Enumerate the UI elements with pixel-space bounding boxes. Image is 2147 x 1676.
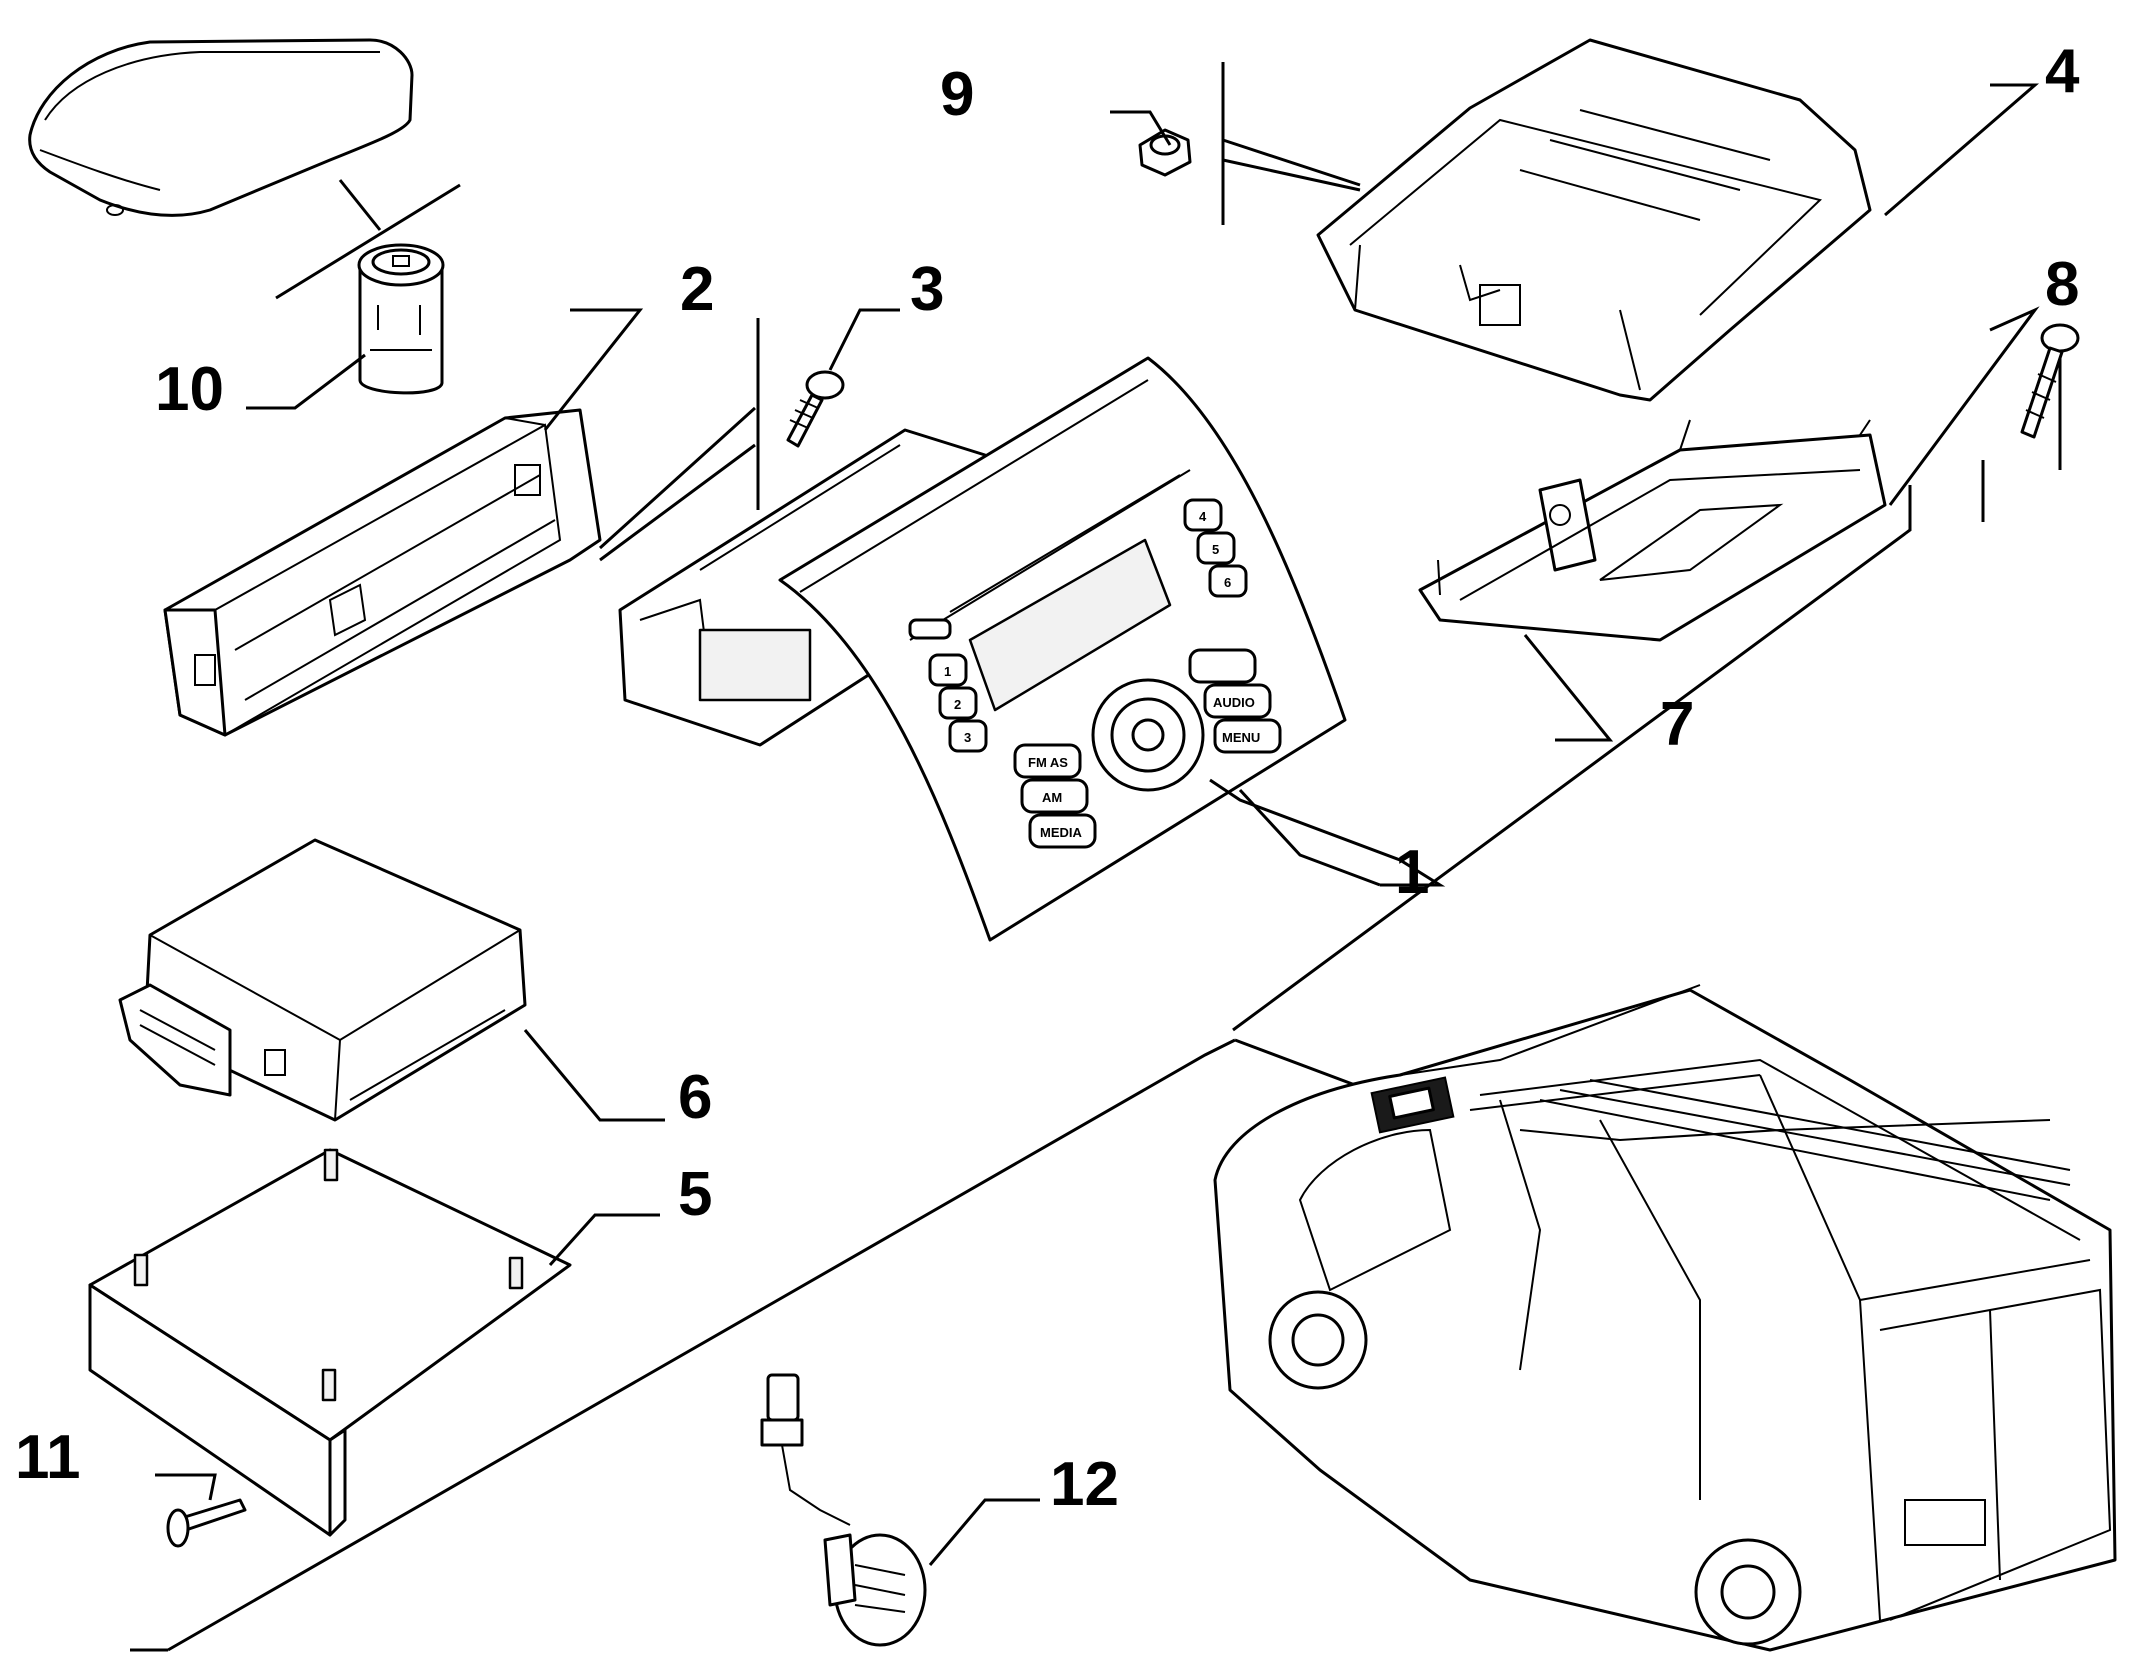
menu-button-label: MENU bbox=[1222, 730, 1260, 745]
callout-2: 2 bbox=[680, 255, 714, 324]
callout-11: 11 bbox=[15, 1423, 81, 1492]
part-10-switch bbox=[357, 243, 445, 395]
callout-8: 8 bbox=[2045, 250, 2079, 319]
audio-button-label: AUDIO bbox=[1213, 695, 1255, 710]
preset-1-label: 1 bbox=[944, 664, 951, 679]
callout-3: 3 bbox=[910, 255, 944, 324]
preset-6-label: 6 bbox=[1224, 575, 1231, 590]
part-4-module bbox=[1316, 38, 1872, 402]
callout-10: 10 bbox=[155, 355, 224, 424]
part-7-bracket bbox=[1418, 419, 1887, 642]
part-10-cover bbox=[28, 38, 414, 217]
part-12-microphone bbox=[760, 1373, 927, 1647]
part-11-stud bbox=[166, 1498, 247, 1548]
part-8-screw bbox=[2020, 323, 2080, 439]
leader-lines bbox=[155, 83, 2040, 1566]
callout-5: 5 bbox=[678, 1160, 712, 1229]
callout-6: 6 bbox=[678, 1063, 712, 1132]
part-1-radio: 1 2 3 4 5 6 FM AS AM MEDIA AUDIO MENU bbox=[618, 356, 1347, 942]
van-illustration bbox=[1213, 984, 2117, 1652]
part-6-ecu bbox=[118, 838, 527, 1122]
preset-4-label: 4 bbox=[1199, 509, 1207, 524]
part-3-screw bbox=[786, 370, 845, 448]
preset-5-label: 5 bbox=[1212, 542, 1219, 557]
callout-labels: 1 2 3 4 5 6 7 8 9 10 11 12 bbox=[15, 37, 2080, 1519]
preset-2-label: 2 bbox=[954, 697, 961, 712]
fm-button-label: FM AS bbox=[1028, 755, 1068, 770]
separator-lines bbox=[130, 62, 2062, 1652]
part-2-cage bbox=[163, 408, 602, 737]
callout-1: 1 bbox=[1395, 838, 1429, 907]
am-button-label: AM bbox=[1042, 790, 1062, 805]
callout-4: 4 bbox=[2045, 37, 2080, 106]
callout-12: 12 bbox=[1050, 1450, 1119, 1519]
part-5-plate bbox=[88, 1148, 572, 1537]
preset-3-label: 3 bbox=[964, 730, 971, 745]
callout-7: 7 bbox=[1660, 690, 1694, 759]
callout-9: 9 bbox=[940, 60, 974, 129]
media-button-label: MEDIA bbox=[1040, 825, 1083, 840]
